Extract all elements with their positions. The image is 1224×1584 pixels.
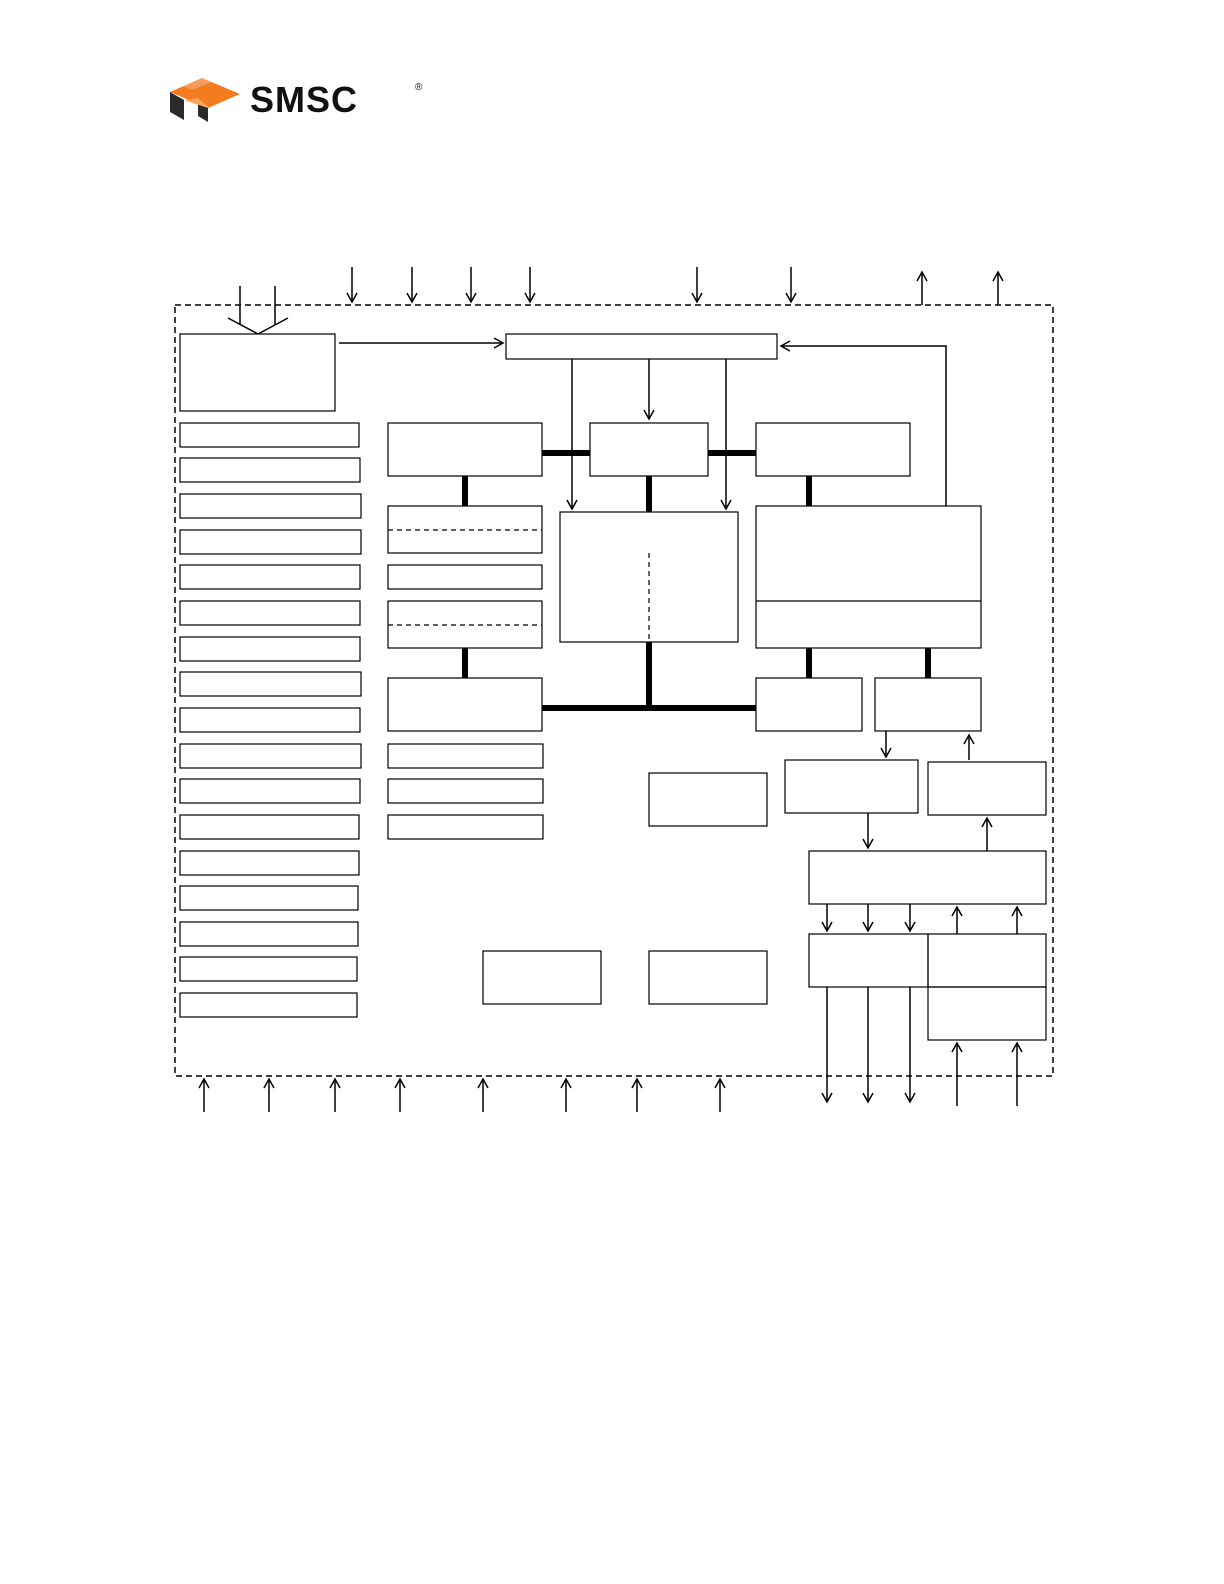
interface-block — [387, 677, 543, 732]
bottom-right-io — [821, 987, 1023, 1106]
register-box — [179, 636, 361, 662]
right-column — [755, 422, 1047, 1041]
right-signal-arrows — [821, 731, 1023, 934]
tx-block — [755, 677, 863, 732]
interface-block — [387, 422, 543, 477]
register-box — [387, 778, 544, 804]
smsc-logo: SMSC ® — [168, 76, 430, 126]
register-box — [179, 992, 358, 1018]
registered-mark: ® — [415, 82, 423, 93]
bottom-block — [482, 950, 602, 1005]
top-input-arrows — [346, 267, 797, 304]
bottom-input-arrows — [198, 1077, 726, 1112]
feedback-arrow — [779, 340, 947, 506]
receiver-lower-block — [927, 986, 1047, 1041]
register-box — [179, 671, 362, 697]
register-box — [179, 850, 360, 876]
phy-block — [808, 850, 1047, 905]
register-box — [179, 743, 362, 769]
register-box — [179, 529, 362, 555]
chip-boundary — [174, 304, 1054, 1077]
top-output-arrows — [916, 270, 1004, 305]
register-box — [179, 707, 361, 733]
register-box — [179, 457, 361, 483]
register-box — [179, 493, 362, 519]
register-box — [179, 956, 358, 982]
register-box — [179, 885, 359, 911]
logo-wordmark: SMSC — [250, 79, 359, 120]
control-register-block — [505, 333, 778, 360]
register-box — [387, 743, 544, 769]
controller-block — [755, 505, 982, 649]
register-box — [179, 564, 361, 590]
rx-block — [874, 677, 982, 732]
thick-bus — [462, 450, 931, 711]
register-box — [179, 778, 361, 804]
register-box — [387, 564, 543, 590]
left-register-column — [179, 422, 362, 1018]
register-box — [179, 814, 360, 840]
bottom-block — [648, 950, 768, 1005]
register-box — [387, 814, 544, 840]
smsc-logo-mark-icon — [170, 78, 240, 122]
center-column — [482, 422, 768, 1005]
register-box — [179, 422, 360, 448]
right-top-block — [755, 422, 911, 477]
driver-block — [808, 933, 929, 988]
decoder-block — [927, 761, 1047, 816]
receiver-block — [927, 933, 1047, 988]
register-box — [179, 600, 361, 626]
register-box — [179, 921, 359, 947]
clock-input-lines — [227, 286, 289, 335]
memory-block — [559, 511, 739, 643]
encoder-block — [784, 759, 919, 814]
center-top-block — [589, 422, 709, 477]
isolated-block — [648, 772, 768, 827]
clock-block — [179, 333, 336, 412]
